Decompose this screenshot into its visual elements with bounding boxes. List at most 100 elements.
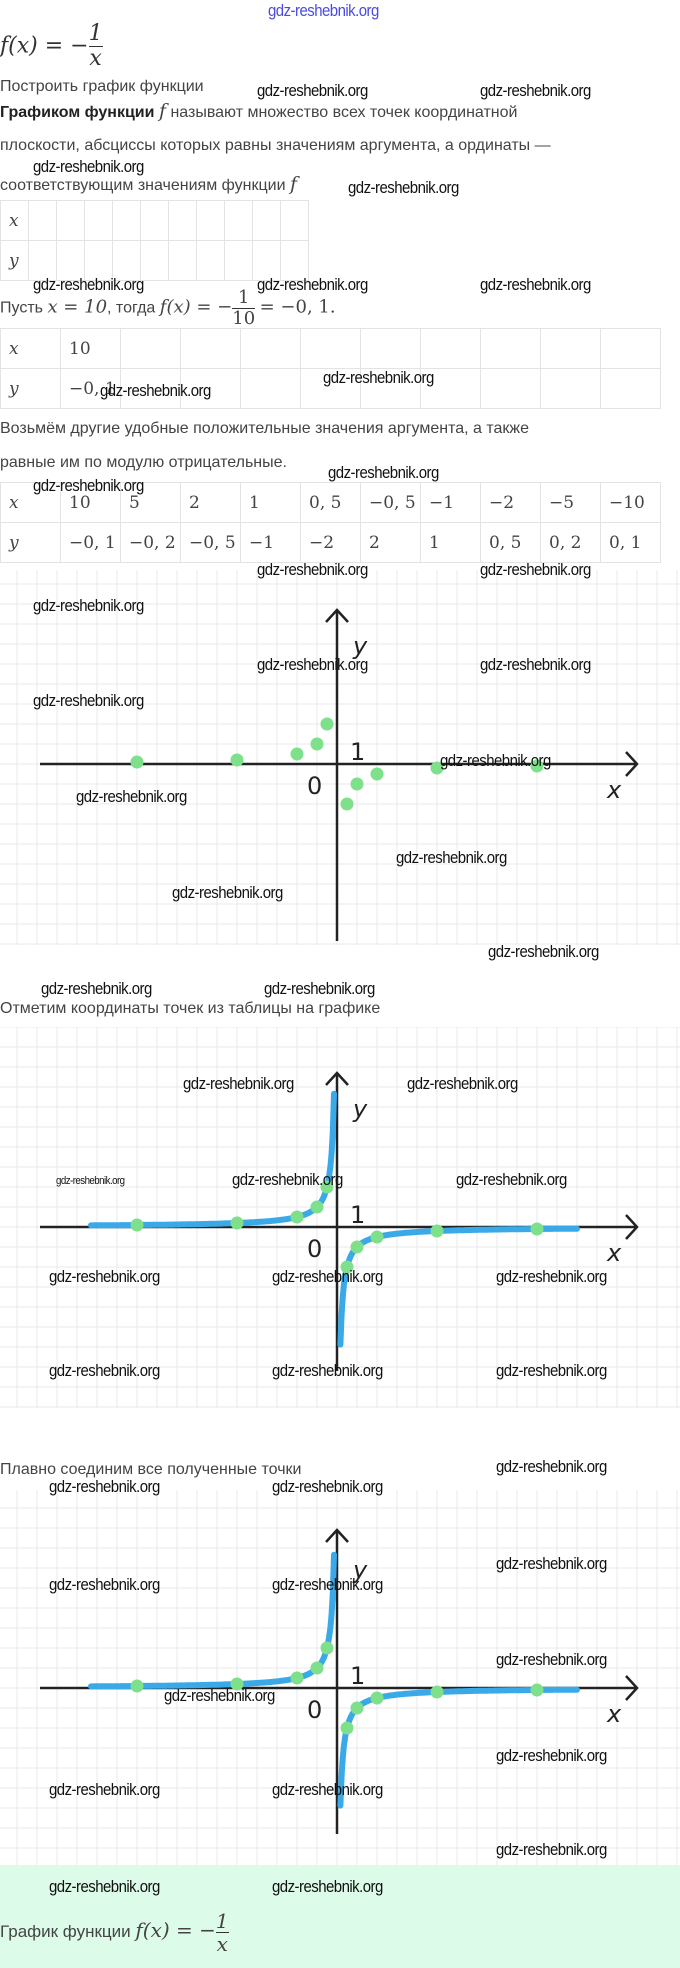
cell-x: 5	[120, 482, 181, 523]
data-point	[310, 1200, 324, 1214]
watermark: gdz-reshebnik.org	[488, 942, 599, 961]
definition-line-2: плоскости, абсциссы которых равны значен…	[0, 137, 551, 154]
watermark: gdz-reshebnik.org	[257, 81, 368, 100]
watermark: gdz-reshebnik.org	[33, 476, 144, 495]
watermark: gdz-reshebnik.org	[496, 1267, 607, 1286]
example-result: = −0, 1.	[259, 296, 336, 318]
cell-y: −0, 2	[120, 522, 181, 563]
example-numerator: 1	[237, 287, 250, 308]
data-point	[130, 755, 144, 769]
y-axis-arrow	[325, 608, 349, 623]
unit-label: 1	[350, 1201, 365, 1229]
definition-rest: называют множество всех точек координатн…	[170, 104, 518, 121]
watermark: gdz-reshebnik.org	[33, 691, 144, 710]
curve-left-branch	[88, 1090, 337, 1229]
data-point	[340, 1721, 354, 1735]
watermark: gdz-reshebnik.org	[496, 1840, 607, 1859]
conclusion-numerator: 1	[215, 1909, 229, 1933]
data-point	[340, 797, 354, 811]
row-header-x: x	[0, 200, 29, 241]
formula-lhs: f(x) = −	[0, 33, 89, 59]
watermark: gdz-reshebnik.org	[348, 178, 459, 197]
watermark: gdz-reshebnik.org	[49, 1780, 160, 1799]
paragraph-line-1: Возьмём другие удобные положительные зна…	[0, 420, 530, 437]
conclusion-prefix: График функции	[0, 1921, 131, 1941]
y-axis-label: y	[352, 1095, 368, 1123]
data-point	[290, 1671, 304, 1685]
example-mid: , тогда	[107, 299, 156, 317]
watermark: gdz-reshebnik.org	[480, 560, 591, 579]
watermark: gdz-reshebnik.org	[480, 655, 591, 674]
watermark: gdz-reshebnik.org	[257, 560, 368, 579]
cell-y: −0, 1	[60, 368, 121, 409]
origin-label: 0	[307, 1235, 322, 1263]
x-axis-arrow	[625, 1675, 639, 1701]
watermark: gdz-reshebnik.org	[76, 787, 187, 806]
watermark: gdz-reshebnik.org	[33, 596, 144, 615]
data-point	[350, 1701, 364, 1715]
formula-denominator: x	[89, 46, 102, 72]
watermark: gdz-reshebnik.org	[496, 1650, 607, 1669]
watermark: gdz-reshebnik.org	[496, 1361, 607, 1380]
watermark: gdz-reshebnik.org	[164, 1686, 275, 1705]
watermark: gdz-reshebnik.org	[33, 275, 144, 294]
data-point	[290, 747, 304, 761]
row-header-x: x	[0, 328, 61, 369]
watermark: gdz-reshebnik.org	[272, 1780, 383, 1799]
data-point	[430, 1685, 444, 1699]
example-denominator: 10	[232, 307, 256, 329]
x-axis-arrow	[625, 1214, 639, 1240]
data-point	[350, 1240, 364, 1254]
watermark: gdz-reshebnik.org	[183, 1074, 294, 1093]
step-connect-text: Плавно соединим все полученные точки	[0, 1461, 302, 1478]
cell-x: −5	[540, 482, 601, 523]
task-text: Построить график функции	[0, 78, 204, 95]
data-point	[370, 1230, 384, 1244]
data-point	[350, 777, 364, 791]
unit-label: 1	[350, 738, 365, 766]
watermark: gdz-reshebnik.org	[41, 979, 152, 998]
row-header-y: y	[0, 368, 61, 409]
x-axis-label: x	[606, 776, 622, 804]
empty-values-table: x y	[0, 200, 309, 281]
data-point	[340, 1260, 354, 1274]
header-watermark-link[interactable]: gdz-reshebnik.org	[268, 1, 379, 20]
cell-x: −0, 5	[360, 482, 421, 523]
x-axis-arrow	[625, 751, 639, 777]
table-row-x: x	[0, 200, 309, 241]
watermark: gdz-reshebnik.org	[56, 1175, 125, 1187]
definition-line-1: Графиком функции f называют множество вс…	[0, 100, 517, 122]
watermark: gdz-reshebnik.org	[480, 275, 591, 294]
watermark: gdz-reshebnik.org	[496, 1554, 607, 1573]
watermark: gdz-reshebnik.org	[456, 1170, 567, 1189]
watermark: gdz-reshebnik.org	[257, 275, 368, 294]
grid	[0, 1027, 680, 1408]
row-header-y: y	[0, 240, 29, 281]
data-point	[430, 761, 444, 775]
cell-y: −0, 1	[60, 522, 121, 563]
data-point	[130, 1218, 144, 1232]
watermark: gdz-reshebnik.org	[100, 381, 211, 400]
cell-y: 0, 2	[540, 522, 601, 563]
table-row-y: y−0, 1	[0, 368, 661, 409]
row-header-y: y	[0, 522, 61, 563]
watermark: gdz-reshebnik.org	[257, 655, 368, 674]
definition-line-3-f: f	[289, 173, 298, 195]
data-point	[290, 1210, 304, 1224]
conclusion-denominator: x	[216, 1932, 228, 1956]
origin-label: 0	[307, 1696, 322, 1724]
watermark: gdz-reshebnik.org	[49, 1877, 160, 1896]
paragraph-line-2: равные им по модулю отрицательные.	[0, 454, 287, 471]
watermark: gdz-reshebnik.org	[232, 1170, 343, 1189]
watermark: gdz-reshebnik.org	[396, 848, 507, 867]
